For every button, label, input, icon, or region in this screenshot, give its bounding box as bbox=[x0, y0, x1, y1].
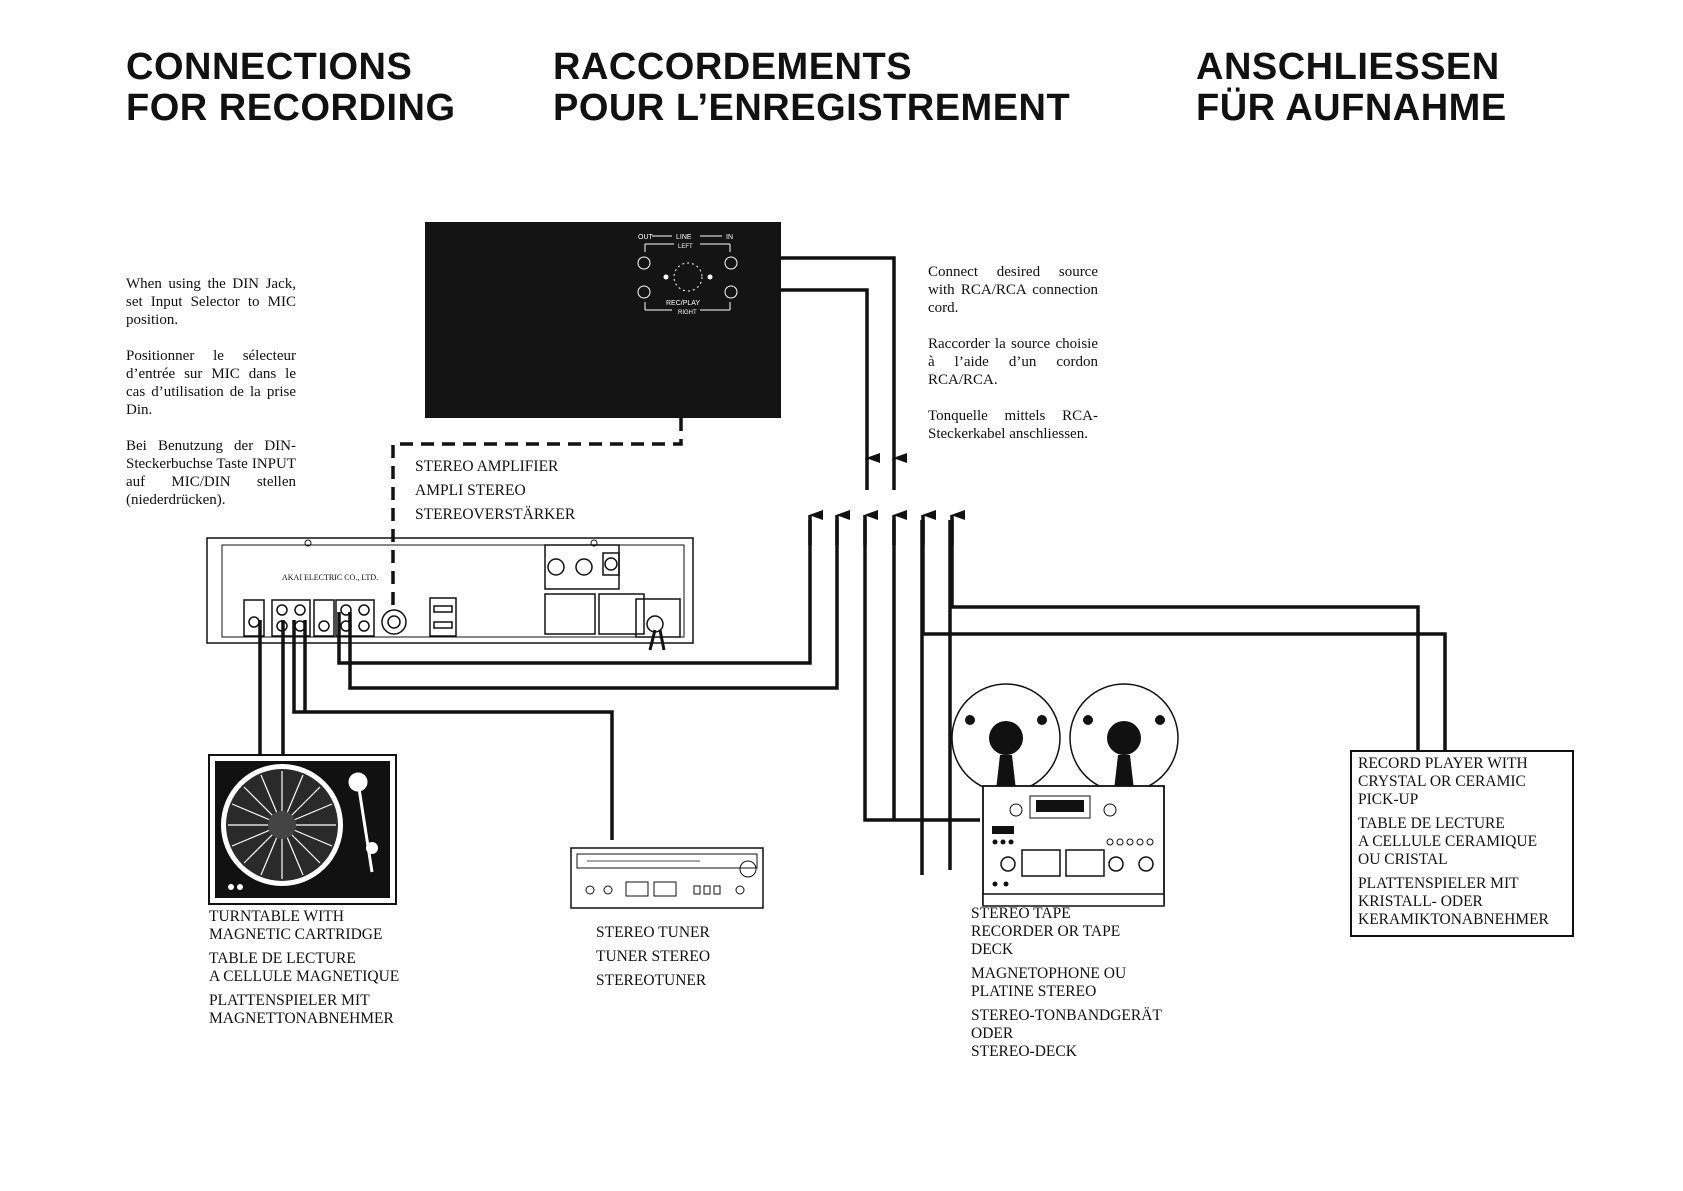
stereo-amplifier-label: STEREO AMPLIFIER AMPLI STEREO STEREOVERS… bbox=[415, 455, 575, 527]
din-note-german: Bei Benutzung der DIN-Steckerbuchse Tast… bbox=[126, 438, 296, 508]
signal-arrows bbox=[808, 453, 965, 545]
turntable-de-line2: MAGNETTONABNEHMER bbox=[209, 1010, 394, 1027]
din-note-french: Positionner le sélecteur d’entrée sur MI… bbox=[126, 348, 296, 418]
record-player-en-line2: CRYSTAL OR CERAMIC bbox=[1358, 773, 1526, 790]
tape-deck-en-line2: RECORDER OR TAPE bbox=[971, 923, 1121, 940]
line-out-right-cable bbox=[781, 288, 869, 460]
aux-cable-right bbox=[348, 520, 839, 690]
record-player-en-line3: PICK-UP bbox=[1358, 791, 1419, 808]
title-english-line2: FOR RECORDING bbox=[126, 87, 456, 129]
record-player-label: RECORD PLAYER WITH CRYSTAL OR CERAMIC PI… bbox=[1350, 750, 1574, 937]
stereo-tape-deck-illustration bbox=[951, 683, 1179, 907]
tape-deck-fr-line2: PLATINE STEREO bbox=[971, 983, 1097, 1000]
din-note-english: When using the DIN Jack, set Input Selec… bbox=[126, 276, 296, 328]
connection-cables bbox=[258, 256, 1447, 875]
tape-deck-de-line3: STEREO-DECK bbox=[971, 1043, 1077, 1060]
record-player-cable-left bbox=[921, 520, 1447, 755]
tape-deck-label-english: STEREO TAPE RECORDER OR TAPE DECK bbox=[971, 905, 1162, 959]
title-german-line2: FÜR AUFNAHME bbox=[1196, 87, 1507, 129]
rca-note-french: Raccorder la source choisie à l’aide d’u… bbox=[928, 336, 1098, 388]
tape-deck-label-french: MAGNETOPHONE OU PLATINE STEREO bbox=[971, 965, 1162, 1001]
turntable-en-line2: MAGNETIC CARTRIDGE bbox=[209, 926, 383, 943]
stereo-tuner-illustration bbox=[570, 847, 764, 909]
title-german-line1: ANSCHLIESSEN bbox=[1196, 46, 1500, 88]
record-player-de-line1: PLATTENSPIELER MIT bbox=[1358, 875, 1519, 892]
tape-deck-label: STEREO TAPE RECORDER OR TAPE DECK MAGNET… bbox=[971, 905, 1162, 1067]
amplifier-label-french: AMPLI STEREO bbox=[415, 482, 526, 499]
turntable-label-german: PLATTENSPIELER MIT MAGNETTONABNEHMER bbox=[209, 992, 399, 1028]
record-player-fr-line2: A CELLULE CERAMIQUE bbox=[1358, 833, 1538, 850]
turntable-illustration bbox=[208, 754, 397, 905]
record-player-de-line2: KRISTALL- ODER bbox=[1358, 893, 1483, 910]
tuner-label: STEREO TUNER TUNER STEREO STEREOTUNER bbox=[596, 921, 710, 993]
title-french: RACCORDEMENTS POUR L’ENREGISTREMENT bbox=[553, 47, 1070, 129]
panel-rec-play-label: REC/PLAY bbox=[666, 300, 700, 307]
turntable-en-line1: TURNTABLE WITH bbox=[209, 908, 344, 925]
turntable-label-french: TABLE DE LECTURE A CELLULE MAGNETIQUE bbox=[209, 950, 399, 986]
record-player-fr-line1: TABLE DE LECTURE bbox=[1358, 815, 1505, 832]
tuner-label-english: STEREO TUNER bbox=[596, 924, 710, 941]
title-french-line1: RACCORDEMENTS bbox=[553, 46, 913, 88]
tape-deck-de-line1: STEREO-TONBANDGERÄT bbox=[971, 1007, 1162, 1024]
title-english-line1: CONNECTIONS bbox=[126, 46, 413, 88]
title-english: CONNECTIONS FOR RECORDING bbox=[126, 47, 456, 129]
tape-recorder-rear-panel: OUT LINE IN LEFT REC/PLAY RIGHT bbox=[425, 222, 781, 418]
tape-deck-label-german: STEREO-TONBANDGERÄT ODER STEREO-DECK bbox=[971, 1007, 1162, 1061]
tuner-label-german: STEREOTUNER bbox=[596, 972, 707, 989]
turntable-de-line1: PLATTENSPIELER MIT bbox=[209, 992, 370, 1009]
tuner-label-french: TUNER STEREO bbox=[596, 948, 711, 965]
record-player-cable-right bbox=[950, 520, 1420, 755]
turntable-fr-line1: TABLE DE LECTURE bbox=[209, 950, 356, 967]
turntable-label-english: TURNTABLE WITH MAGNETIC CARTRIDGE bbox=[209, 908, 399, 944]
panel-line-label: LINE bbox=[676, 234, 692, 241]
turntable-fr-line2: A CELLULE MAGNETIQUE bbox=[209, 968, 400, 985]
record-player-de-line3: KERAMIKTONABNEHMER bbox=[1358, 911, 1549, 928]
title-german: ANSCHLIESSEN FÜR AUFNAHME bbox=[1196, 47, 1507, 129]
record-player-en-line1: RECORD PLAYER WITH bbox=[1358, 755, 1528, 772]
panel-in-label: IN bbox=[726, 234, 733, 241]
panel-left-label: LEFT bbox=[678, 244, 693, 250]
tape-deck-en-line1: STEREO TAPE bbox=[971, 905, 1071, 922]
turntable-label: TURNTABLE WITH MAGNETIC CARTRIDGE TABLE … bbox=[209, 908, 399, 1034]
din-jack-note: When using the DIN Jack, set Input Selec… bbox=[126, 275, 296, 527]
record-player-label-english: RECORD PLAYER WITH CRYSTAL OR CERAMIC PI… bbox=[1358, 755, 1566, 809]
record-player-fr-line3: OU CRISTAL bbox=[1358, 851, 1448, 868]
tape-deck-en-line3: DECK bbox=[971, 941, 1014, 958]
tape-deck-fr-line1: MAGNETOPHONE OU bbox=[971, 965, 1127, 982]
amplifier-label-english: STEREO AMPLIFIER bbox=[415, 458, 559, 475]
rca-cord-note: Connect desired source with RCA/RCA conn… bbox=[928, 263, 1098, 461]
tape-deck-cable-left bbox=[863, 520, 980, 822]
line-out-left-cable bbox=[781, 256, 896, 460]
tuner-cable-a bbox=[292, 620, 614, 840]
rca-note-german: Tonquelle mittels RCA-Steckerkabel ansch… bbox=[928, 408, 1098, 442]
panel-out-label: OUT bbox=[638, 234, 654, 241]
panel-right-label: RIGHT bbox=[678, 310, 697, 316]
din-dashed-cable bbox=[391, 418, 683, 612]
stereo-amplifier-rear-panel: AKAI ELECTRIC CO., LTD. bbox=[206, 537, 694, 651]
aux-cable-left bbox=[337, 520, 812, 665]
title-french-line2: POUR L’ENREGISTREMENT bbox=[553, 87, 1071, 129]
tape-deck-de-line2: ODER bbox=[971, 1025, 1014, 1042]
amplifier-brand: AKAI ELECTRIC CO., LTD. bbox=[282, 573, 378, 582]
rca-note-english: Connect desired source with RCA/RCA conn… bbox=[928, 264, 1098, 316]
record-player-label-german: PLATTENSPIELER MIT KRISTALL- ODER KERAMI… bbox=[1358, 875, 1566, 929]
amplifier-label-german: STEREOVERSTÄRKER bbox=[415, 506, 576, 523]
record-player-label-french: TABLE DE LECTURE A CELLULE CERAMIQUE OU … bbox=[1358, 815, 1566, 869]
